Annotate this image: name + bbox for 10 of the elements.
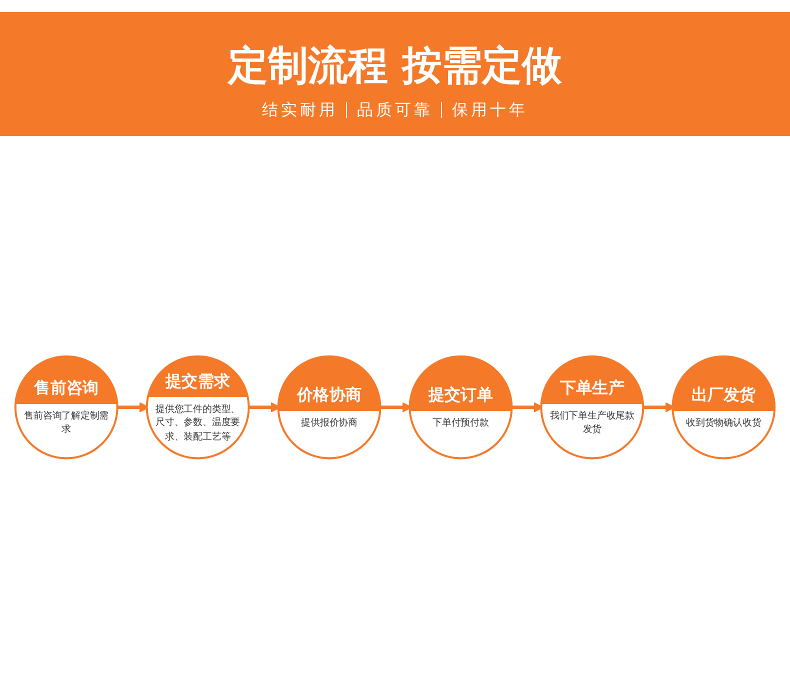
- node-circle: 提交需求 提供您工件的类型、尺寸、参数、温度要求、装配工艺等: [146, 356, 250, 460]
- tagline: 保用十年: [452, 98, 528, 121]
- node-circle: 下单生产 我们下单生产收尾款发货: [540, 356, 644, 460]
- tagline: 结实耐用: [262, 98, 338, 121]
- node-circle: 出厂发货 收到货物确认收货: [672, 356, 776, 460]
- node-circle: 价格协商 提供报价协商: [277, 356, 382, 460]
- node-circle: 售前咨询 售前咨询了解定制需求: [14, 356, 118, 460]
- node-circle: 提交订单 下单付预付款: [408, 356, 513, 460]
- title: 定制流程 按需定做: [226, 42, 563, 90]
- tagline: 品质可靠: [357, 98, 433, 121]
